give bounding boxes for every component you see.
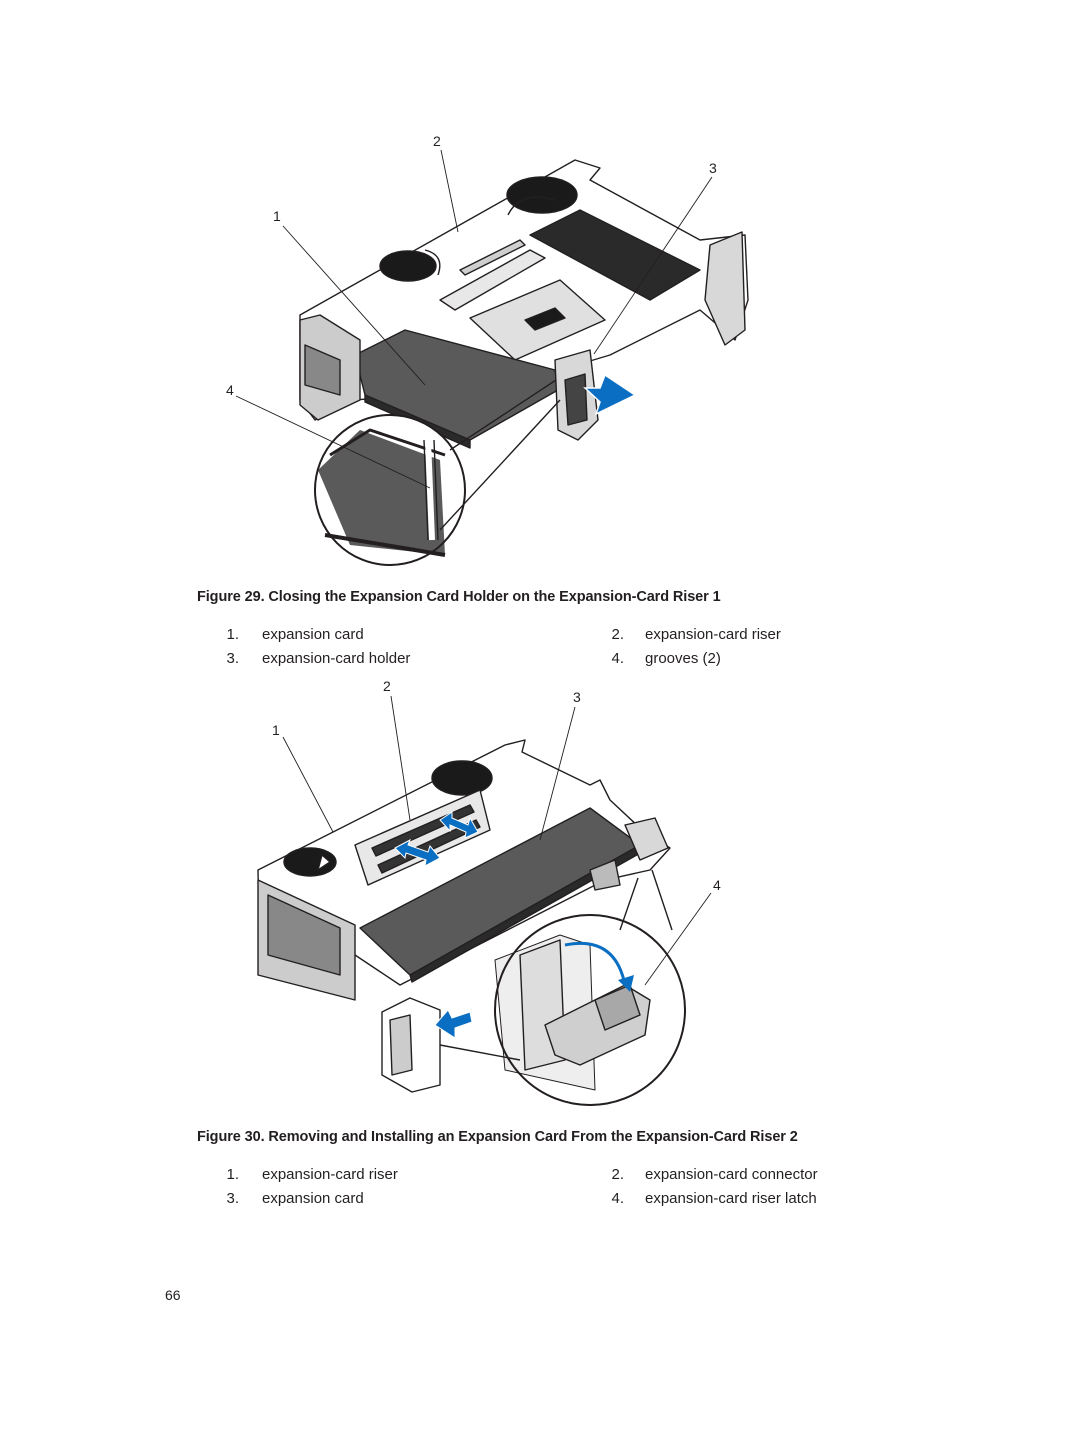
legend-num: 3. (226, 1190, 239, 1207)
fig29-callout-4: 4 (226, 382, 234, 398)
figure-29-caption: Figure 29. Closing the Expansion Card Ho… (197, 589, 721, 605)
fig29-callout-3: 3 (709, 160, 717, 176)
legend-label: expansion-card riser latch (645, 1190, 817, 1207)
fig29-callout-2: 2 (433, 133, 441, 149)
legend-label: expansion card (262, 1190, 364, 1207)
legend-num: 4. (611, 650, 624, 667)
fig30-callout-3: 3 (573, 689, 581, 705)
legend-num: 2. (611, 626, 624, 643)
legend-label: expansion-card holder (262, 650, 411, 667)
legend-num: 4. (611, 1190, 624, 1207)
legend-num: 1. (226, 1166, 239, 1183)
figure-30-caption: Figure 30. Removing and Installing an Ex… (197, 1129, 798, 1145)
fig30-callout-2: 2 (383, 678, 391, 694)
legend-num: 3. (226, 650, 239, 667)
legend-label: grooves (2) (645, 650, 721, 667)
legend-label: expansion-card connector (645, 1166, 818, 1183)
legend-num: 2. (611, 1166, 624, 1183)
fig29-callout-1: 1 (273, 208, 281, 224)
legend-label: expansion-card riser (262, 1166, 398, 1183)
fig30-callout-4: 4 (713, 877, 721, 893)
legend-label: expansion-card riser (645, 626, 781, 643)
page-number: 66 (165, 1287, 181, 1303)
fig30-callout-1: 1 (272, 722, 280, 738)
legend-label: expansion card (262, 626, 364, 643)
legend-num: 1. (226, 626, 239, 643)
push-arrow-icon (583, 373, 637, 416)
